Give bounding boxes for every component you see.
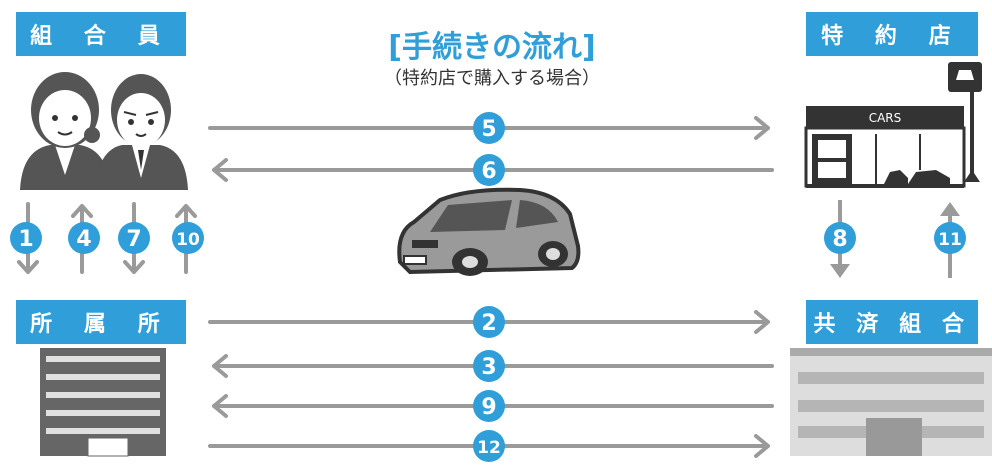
- step-8: 8: [832, 227, 847, 252]
- dealer-label: 特 約 店: [806, 12, 978, 56]
- step-2: 2: [481, 311, 496, 336]
- office-building-illustration: [40, 348, 166, 457]
- union-building-illustration: [790, 348, 992, 456]
- diagram-subtitle: （特約店で購入する場合）: [384, 68, 600, 89]
- step-numbers: 1 4 7 10 5 6 8 11 2 3 9 12: [10, 112, 966, 462]
- step-5: 5: [481, 117, 496, 142]
- vertical-arrows: [17, 202, 197, 274]
- diagram-title: [手続きの流れ]: [388, 30, 596, 65]
- car-illustration: [397, 187, 581, 276]
- step-1: 1: [18, 227, 33, 252]
- step-10: 10: [176, 230, 200, 250]
- step-3: 3: [481, 355, 496, 380]
- step-6: 6: [481, 159, 496, 184]
- step-4: 4: [76, 227, 91, 252]
- step-7: 7: [126, 227, 141, 252]
- member-people-illustration: [20, 72, 188, 190]
- dealer-store-illustration: CARS: [804, 62, 982, 188]
- union-label: 共 済 組 合: [806, 300, 978, 344]
- step-9: 9: [481, 395, 496, 420]
- office-label: 所 属 所: [16, 300, 186, 344]
- member-label: 組 合 員: [16, 12, 186, 56]
- step-11: 11: [938, 230, 962, 250]
- store-sign: CARS: [869, 111, 902, 125]
- step-12: 12: [477, 438, 501, 458]
